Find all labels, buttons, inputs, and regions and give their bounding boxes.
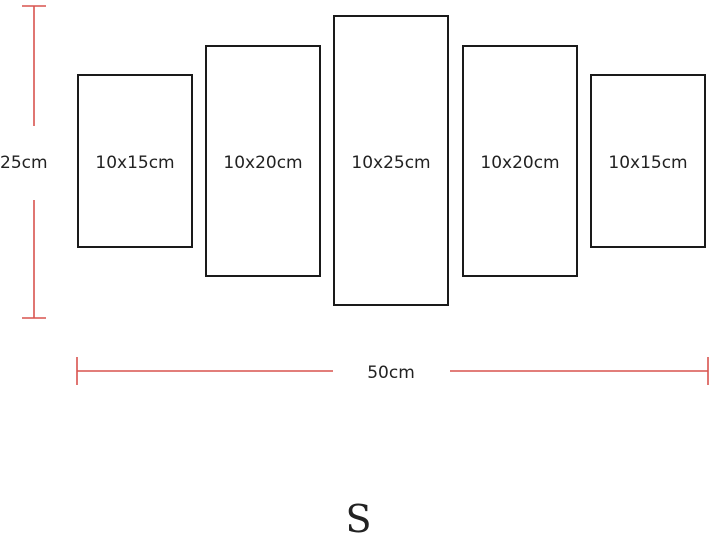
panel-5: 10x15cm (590, 74, 706, 248)
height-dimension: 25cm (0, 5, 48, 319)
width-dimension: 50cm (76, 357, 709, 385)
panel-4: 10x20cm (462, 45, 578, 277)
panel-5-frame (590, 74, 706, 248)
panel-3: 10x25cm (333, 15, 449, 306)
width-dim-label: 50cm (367, 363, 415, 383)
size-letter: S (345, 497, 372, 541)
panel-3-label: 10x25cm (351, 153, 430, 173)
panel-5-label: 10x15cm (608, 153, 687, 173)
panel-4-label: 10x20cm (480, 153, 559, 173)
panel-2-frame (205, 45, 321, 277)
panel-1: 10x15cm (77, 74, 193, 248)
height-dim-label: 25cm (0, 153, 48, 173)
panel-2: 10x20cm (205, 45, 321, 277)
panel-1-label: 10x15cm (95, 153, 174, 173)
panel-3-frame (333, 15, 449, 306)
panel-4-frame (462, 45, 578, 277)
panel-2-label: 10x20cm (223, 153, 302, 173)
panel-1-frame (77, 74, 193, 248)
